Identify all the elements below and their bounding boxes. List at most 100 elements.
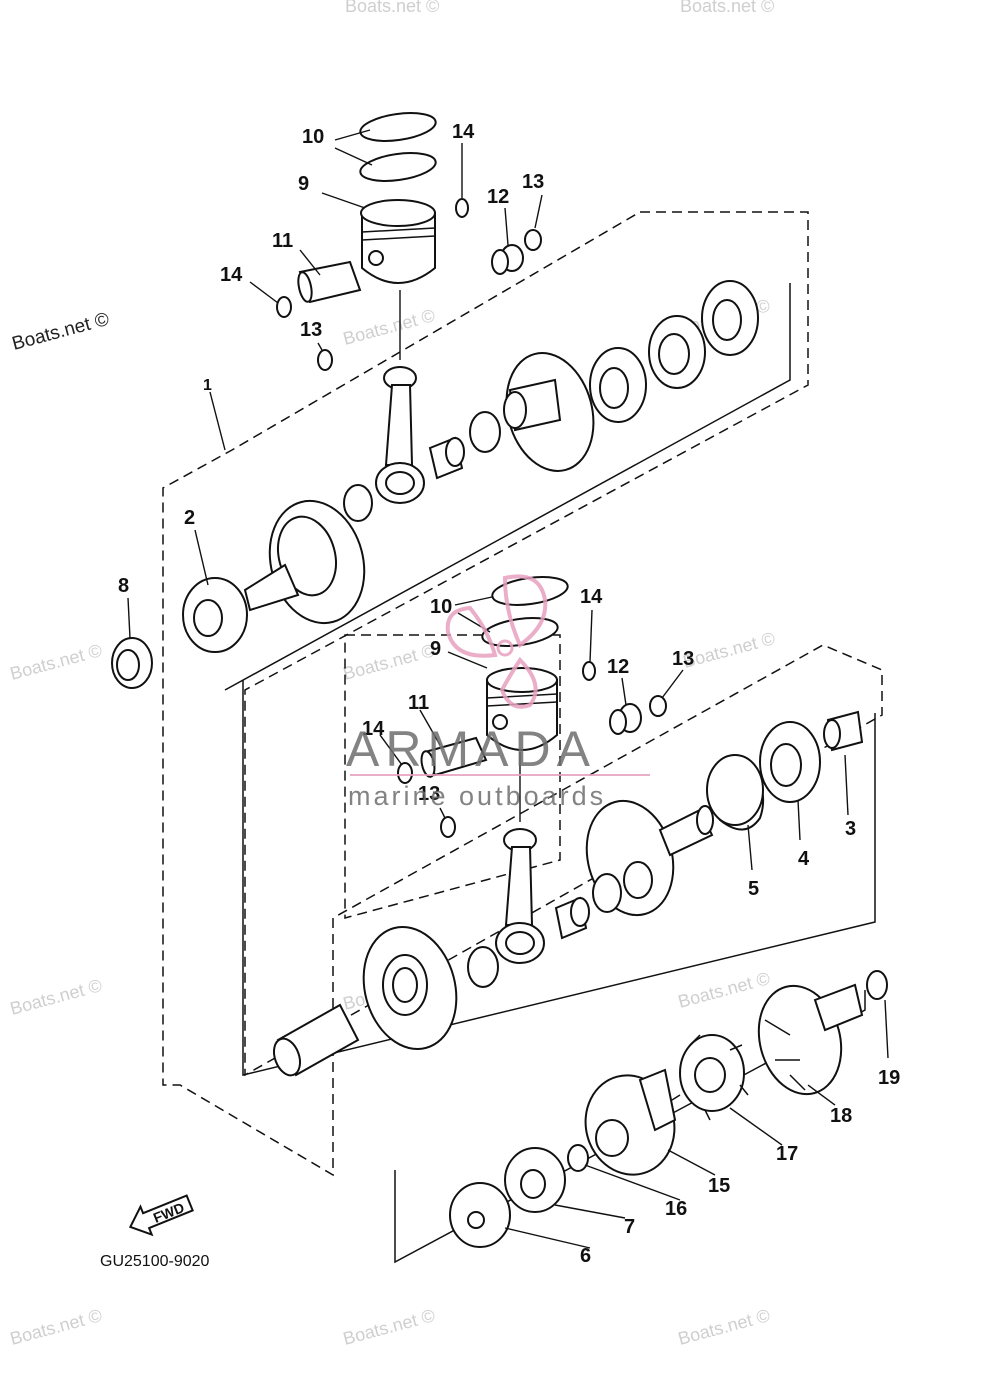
o-ring xyxy=(866,970,888,1000)
callout-12: 12 xyxy=(607,656,629,678)
callout-8: 8 xyxy=(118,575,129,597)
upper-crank-frame xyxy=(224,283,791,691)
washer xyxy=(317,349,333,371)
callout-14: 14 xyxy=(452,121,475,143)
callout-5: 5 xyxy=(748,878,759,900)
circlip xyxy=(276,296,292,318)
thrust-washer xyxy=(343,484,373,522)
callout-7: 7 xyxy=(624,1216,635,1238)
watermark-boats-net: Boats.net © xyxy=(681,628,777,672)
oil-seal xyxy=(111,637,153,689)
callout-16: 16 xyxy=(665,1198,687,1220)
arrow-left-icon xyxy=(128,1194,194,1237)
watermark-boats-net: Boats.net © xyxy=(676,968,772,1012)
circlip xyxy=(455,198,469,218)
callout-12: 12 xyxy=(487,186,509,208)
piston-pin xyxy=(297,260,362,304)
callout-9: 9 xyxy=(298,173,309,195)
main-bearing xyxy=(701,280,759,356)
lower-crank-group xyxy=(272,710,864,1077)
callout-1: 1 xyxy=(203,377,212,394)
callout-14: 14 xyxy=(580,586,603,608)
callout-4: 4 xyxy=(798,848,810,870)
piston-ring xyxy=(359,152,437,182)
crankshaft-assembly-outline xyxy=(162,211,883,1177)
circlip xyxy=(582,661,596,681)
callout-6: 6 xyxy=(580,1245,591,1267)
thrust-washer xyxy=(467,946,499,988)
callout-10: 10 xyxy=(302,126,324,148)
connecting-rod xyxy=(495,828,545,964)
lower-cylinder-group-outline xyxy=(344,634,561,919)
fwd-arrow: FWD xyxy=(128,1194,194,1237)
thrust-washer xyxy=(469,411,501,453)
leader-lines xyxy=(127,129,889,1249)
brand-name: ARMADA xyxy=(346,721,596,777)
watermark-boats-net: Boats.net © xyxy=(676,1305,772,1349)
callout-13: 13 xyxy=(300,319,322,341)
main-bearing xyxy=(182,577,248,653)
piston-pin xyxy=(420,736,488,778)
crank-web-right xyxy=(503,352,595,472)
main-bearing xyxy=(759,721,821,803)
bushing-small xyxy=(823,710,864,752)
crank-web-left xyxy=(243,499,366,625)
lower-crank-frame xyxy=(242,680,876,1076)
callout-14: 14 xyxy=(220,264,243,286)
connecting-rod xyxy=(375,366,425,504)
brand-tagline: marine outboards xyxy=(348,781,606,811)
brand-watermark: ARMADA marine outboards xyxy=(346,574,650,811)
bushing xyxy=(554,896,590,940)
fwd-label: FWD xyxy=(151,1199,187,1226)
watermark-boats-net: Boats.net © xyxy=(8,1305,104,1349)
callout-labels: 10 9 11 14 14 12 13 13 1 2 8 10 9 11 14 … xyxy=(118,121,900,1267)
watermark-boats-net: Boats.net © xyxy=(345,0,439,16)
propeller-logo-icon xyxy=(445,574,548,709)
pump-housing xyxy=(584,1068,677,1176)
callout-19: 19 xyxy=(878,1067,900,1089)
callout-11: 11 xyxy=(408,692,429,714)
bushing xyxy=(428,436,465,480)
piston-ring xyxy=(359,112,437,142)
watermark-boats-net: Boats.net © xyxy=(8,975,104,1019)
watermark-boats-net: Boats.net © xyxy=(680,0,774,16)
main-bearing xyxy=(589,347,647,423)
pump-cover xyxy=(757,983,864,1096)
spacer-7 xyxy=(504,1147,566,1213)
watermark-boats-net: Boats.net © xyxy=(341,640,437,684)
callout-18: 18 xyxy=(830,1105,852,1127)
needle-bearing xyxy=(609,703,642,735)
callout-3: 3 xyxy=(845,818,856,840)
circlip-ring xyxy=(706,754,764,831)
watermark-boats-net: Boats.net © xyxy=(341,1305,437,1349)
diagram-code: GU25100-9020 xyxy=(100,1253,210,1270)
callout-13: 13 xyxy=(672,648,694,670)
washer xyxy=(524,229,542,251)
lower-cylinder-group xyxy=(397,576,667,964)
crank-web-lower-right xyxy=(585,799,714,917)
o-ring xyxy=(567,1144,589,1172)
callout-14: 14 xyxy=(362,718,385,740)
callout-17: 17 xyxy=(776,1143,798,1165)
upper-cylinder-group xyxy=(276,112,542,504)
washer xyxy=(649,695,667,717)
callout-11: 11 xyxy=(272,230,293,252)
watermark-boats-net-dark: Boats.net © xyxy=(10,309,112,355)
thrust-washer xyxy=(592,873,622,913)
needle-bearing xyxy=(491,244,524,275)
circlip xyxy=(397,762,413,784)
watermark-boats-net: Boats.net © xyxy=(8,640,104,684)
callout-9: 9 xyxy=(430,638,441,660)
water-pump-group xyxy=(449,970,888,1248)
upper-crank-group xyxy=(111,280,759,689)
piston xyxy=(360,199,436,284)
labyrinth-seal xyxy=(648,315,706,389)
washer xyxy=(440,816,456,838)
crank-stub xyxy=(272,1003,360,1077)
spacer-6 xyxy=(449,1182,511,1248)
watermark-boats-net: Boats.net © xyxy=(341,305,437,349)
callout-13: 13 xyxy=(522,171,544,193)
callout-15: 15 xyxy=(708,1175,730,1197)
